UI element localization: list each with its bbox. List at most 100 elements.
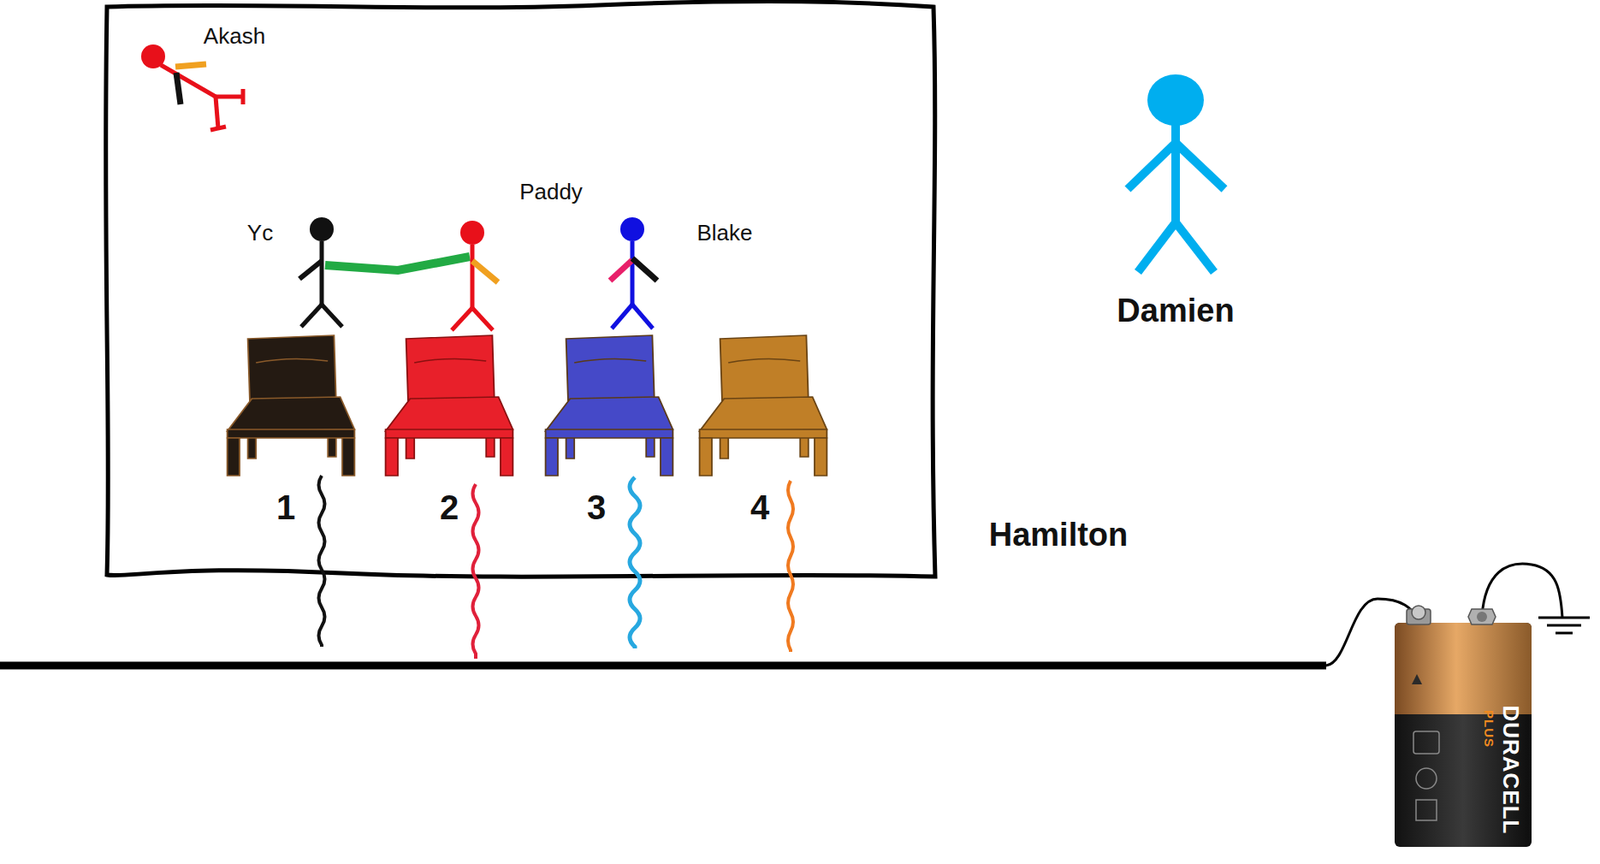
place-name: Hamilton: [989, 517, 1129, 554]
battery: [1416, 800, 1437, 821]
lying-figure: [176, 72, 181, 105]
stick-figure: [1127, 142, 1176, 190]
battery: [1468, 609, 1496, 625]
chair: [545, 429, 674, 439]
chair-number: 1: [276, 488, 296, 527]
lying-figure: [215, 96, 219, 129]
stick-figure: [611, 304, 633, 329]
chair-wires: [319, 475, 795, 659]
linking-bar: [325, 256, 470, 271]
chair: [414, 358, 486, 363]
chair: [699, 429, 828, 439]
chair: [660, 438, 673, 476]
chair-wires: [629, 477, 640, 649]
lying-figure: [141, 44, 166, 69]
battery-wires: [1481, 563, 1563, 618]
chair: [385, 429, 514, 439]
lying-figure: [160, 65, 216, 97]
person-name: Yc: [247, 220, 273, 246]
chair: [720, 335, 809, 403]
chair: [728, 358, 800, 363]
lying-figure: [241, 88, 246, 105]
chair-wires: [788, 480, 794, 652]
battery: [1411, 674, 1423, 685]
person-name: Paddy: [519, 179, 583, 205]
stick-figure: [1147, 74, 1204, 126]
ground-symbol: [1555, 632, 1573, 635]
chair: [406, 335, 495, 403]
chair: [545, 335, 674, 476]
stick-figure: [472, 260, 498, 283]
battery: [1416, 768, 1437, 789]
ground-symbol: [1546, 624, 1582, 628]
stick-figure: [299, 217, 343, 327]
stick-figure: [630, 241, 635, 307]
person-name: Damien: [1116, 293, 1234, 330]
chair: [385, 438, 398, 476]
chair: [699, 438, 712, 476]
chair: [814, 438, 827, 476]
stick-figure: [620, 217, 645, 242]
ground-bus: [0, 662, 1327, 670]
chair: [699, 397, 828, 432]
chair: [227, 429, 356, 439]
stick-figure: [610, 260, 633, 281]
ground-bus: [0, 665, 1327, 667]
battery: [1476, 611, 1488, 623]
battery: [1411, 605, 1426, 620]
battery-brand: DURACELL: [1499, 705, 1524, 836]
room-outline: [106, 1, 936, 578]
stick-figure: [632, 258, 658, 281]
stick-figure: [610, 217, 658, 329]
stick-figure: [309, 217, 334, 242]
chair: [566, 335, 655, 403]
battery: [1394, 622, 1532, 848]
lying-figure: [141, 44, 243, 131]
chair: [699, 335, 828, 476]
chair: [545, 438, 558, 476]
chair: [227, 397, 356, 432]
chair: [500, 438, 513, 476]
lying-figure: [215, 94, 243, 100]
stick-figure: [299, 260, 322, 279]
stick-figure: [632, 304, 653, 329]
stick-figure: [472, 308, 493, 331]
stick-figure: [451, 308, 473, 331]
chair: [255, 358, 328, 363]
chair-number: 4: [750, 488, 770, 527]
ground-symbol: [1538, 617, 1590, 634]
stick-figure: [320, 241, 325, 307]
stick-figure: [470, 244, 475, 310]
linking-bar: [325, 256, 470, 271]
chair: [227, 438, 240, 476]
stick-figure: [1175, 142, 1225, 190]
room-outline: [106, 1, 936, 578]
chair-wires: [319, 475, 326, 647]
chair: [342, 438, 355, 476]
stick-figure: [451, 220, 498, 331]
battery: [1394, 622, 1532, 715]
person-name: Akash: [203, 23, 266, 49]
battery: [1394, 605, 1532, 848]
chair: [385, 335, 514, 476]
lying-figure: [210, 126, 226, 131]
lying-figure: [175, 64, 207, 67]
chair: [545, 397, 674, 432]
battery-brand: PLUS: [1481, 710, 1497, 748]
stick-figure: [1127, 74, 1225, 273]
stick-figure: [321, 304, 343, 327]
stick-figure: [301, 304, 322, 327]
chair: [574, 358, 646, 363]
ground-symbol: [1538, 616, 1590, 620]
chair-number: 2: [439, 488, 459, 527]
chair-wires: [473, 484, 480, 659]
chair: [248, 335, 337, 403]
stick-figure: [1137, 222, 1176, 273]
stick-figure: [1171, 124, 1180, 225]
chair-number: 3: [586, 488, 606, 527]
chair: [385, 397, 514, 432]
person-name: Blake: [696, 220, 753, 246]
stick-figure: [460, 220, 485, 245]
